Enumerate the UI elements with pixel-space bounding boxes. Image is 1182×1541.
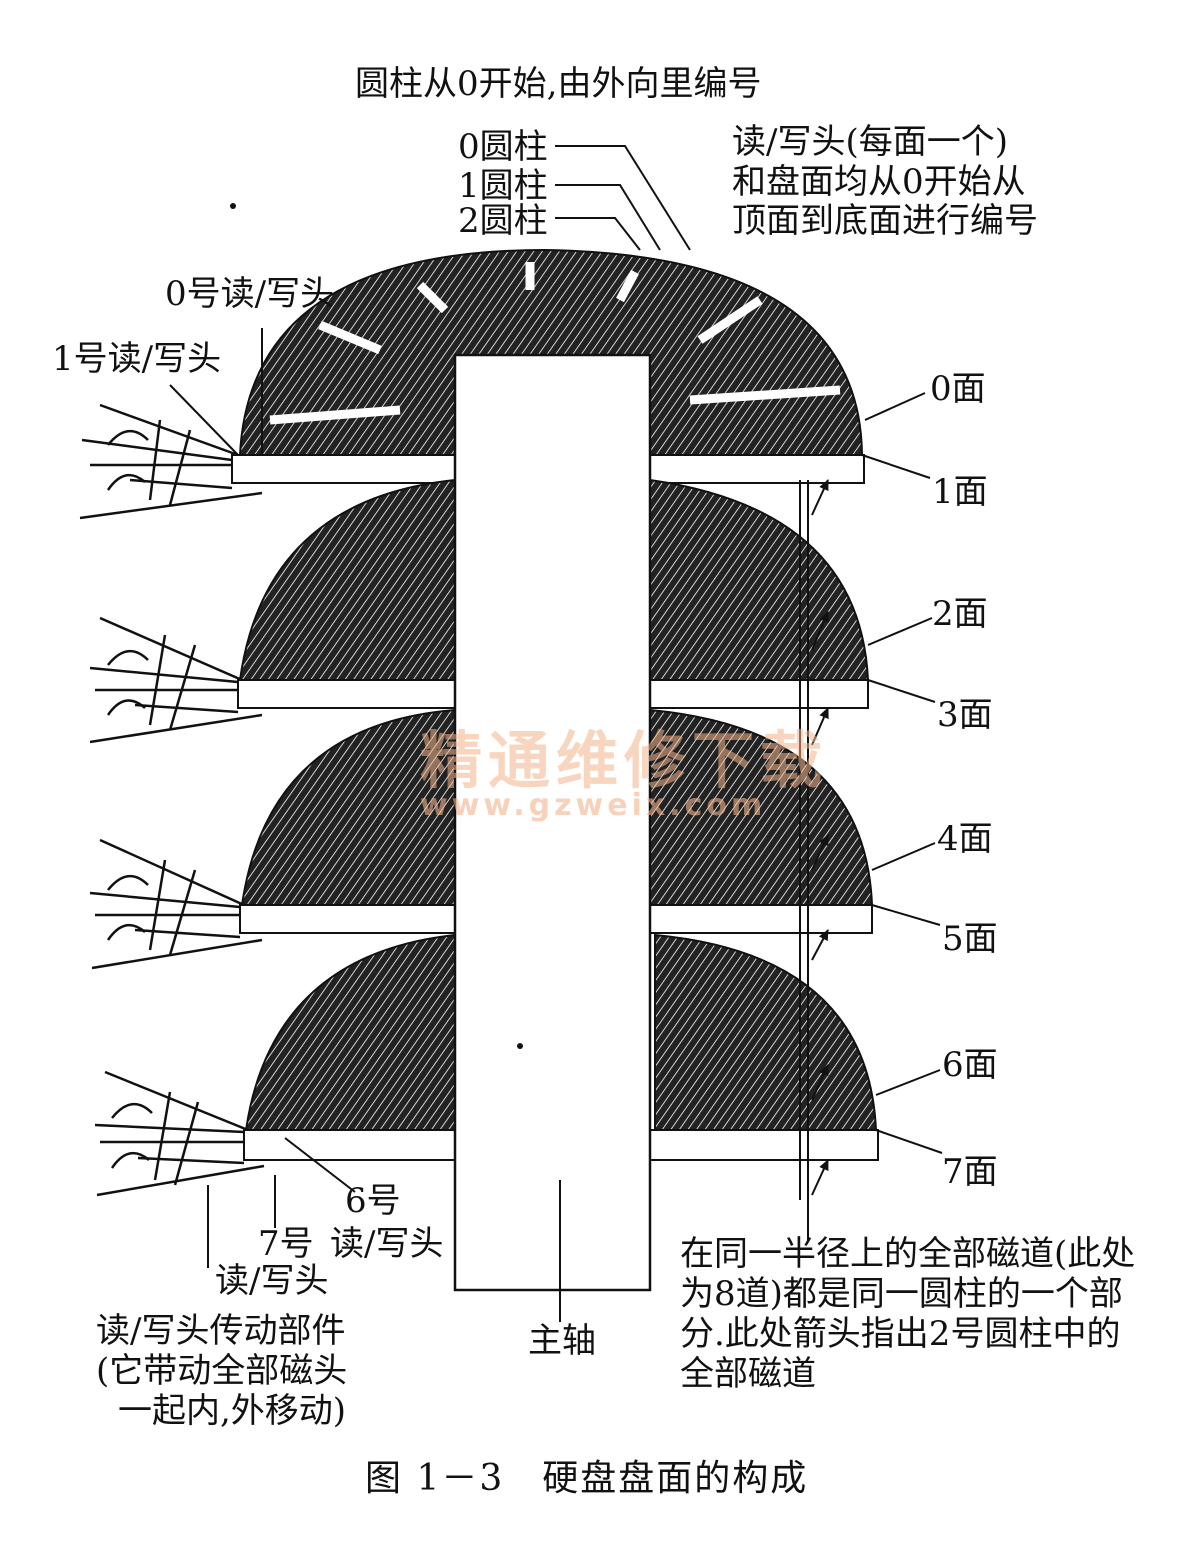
head-note-line-2: 和盘面均从0开始从 [732,162,1026,202]
head-7-rw-label: 读/写头 [215,1261,328,1301]
head-0-label: 0号读/写头 [165,274,334,314]
actuator-line-2: (它带动全部磁头 [96,1351,347,1391]
surface-label-2: 2面 [932,594,988,634]
surface-label-4: 4面 [937,819,993,859]
spindle-label: 主轴 [528,1321,596,1361]
cylinder-note-line-4: 全部磁道 [680,1354,816,1394]
actuator-line-3: 一起内,外移动) [118,1391,346,1431]
surface-label-1: 1面 [932,472,988,512]
surface-label-0: 0面 [930,369,986,409]
cylinder-label-0: 0圆柱 [458,127,548,167]
head-6-rw-label: 读/写头 [330,1224,443,1264]
surface-label-6: 6面 [942,1045,998,1085]
figure-caption: 图 1－3 硬盘盘面的构成 [365,1458,808,1499]
surface-label-7: 7面 [942,1152,998,1192]
head-1-label: 1号读/写头 [52,339,221,379]
cylinder-note-line-1: 在同一半径上的全部磁道(此处 [680,1234,1135,1274]
scan-dot [517,1043,523,1049]
head-arms [80,405,264,1195]
cylinder-note-line-3: 分.此处箭头指出2号圆柱中的 [680,1314,1120,1354]
head-note-line-1: 读/写头(每面一个) [732,122,1008,162]
cylinder-note-line-2: 为8道)都是同一圆柱的一个部 [680,1274,1123,1314]
watermark-cn: 精通维修下载 [420,724,828,797]
head-note-line-3: 顶面到底面进行编号 [732,201,1038,241]
surface-label-3: 3面 [937,695,993,735]
head-6-label: 6号 [345,1181,401,1221]
cylinder-label-2: 2圆柱 [458,201,548,241]
cylinder-label-1: 1圆柱 [458,166,548,206]
head-7-label: 7号 [258,1224,314,1264]
watermark-url: www.gzweix.com [420,788,766,823]
diagram-title: 圆柱从0开始,由外向里编号 [355,64,761,104]
actuator-line-1: 读/写头传动部件 [96,1311,345,1351]
surface-label-5: 5面 [942,919,998,959]
scan-dot [230,203,236,209]
